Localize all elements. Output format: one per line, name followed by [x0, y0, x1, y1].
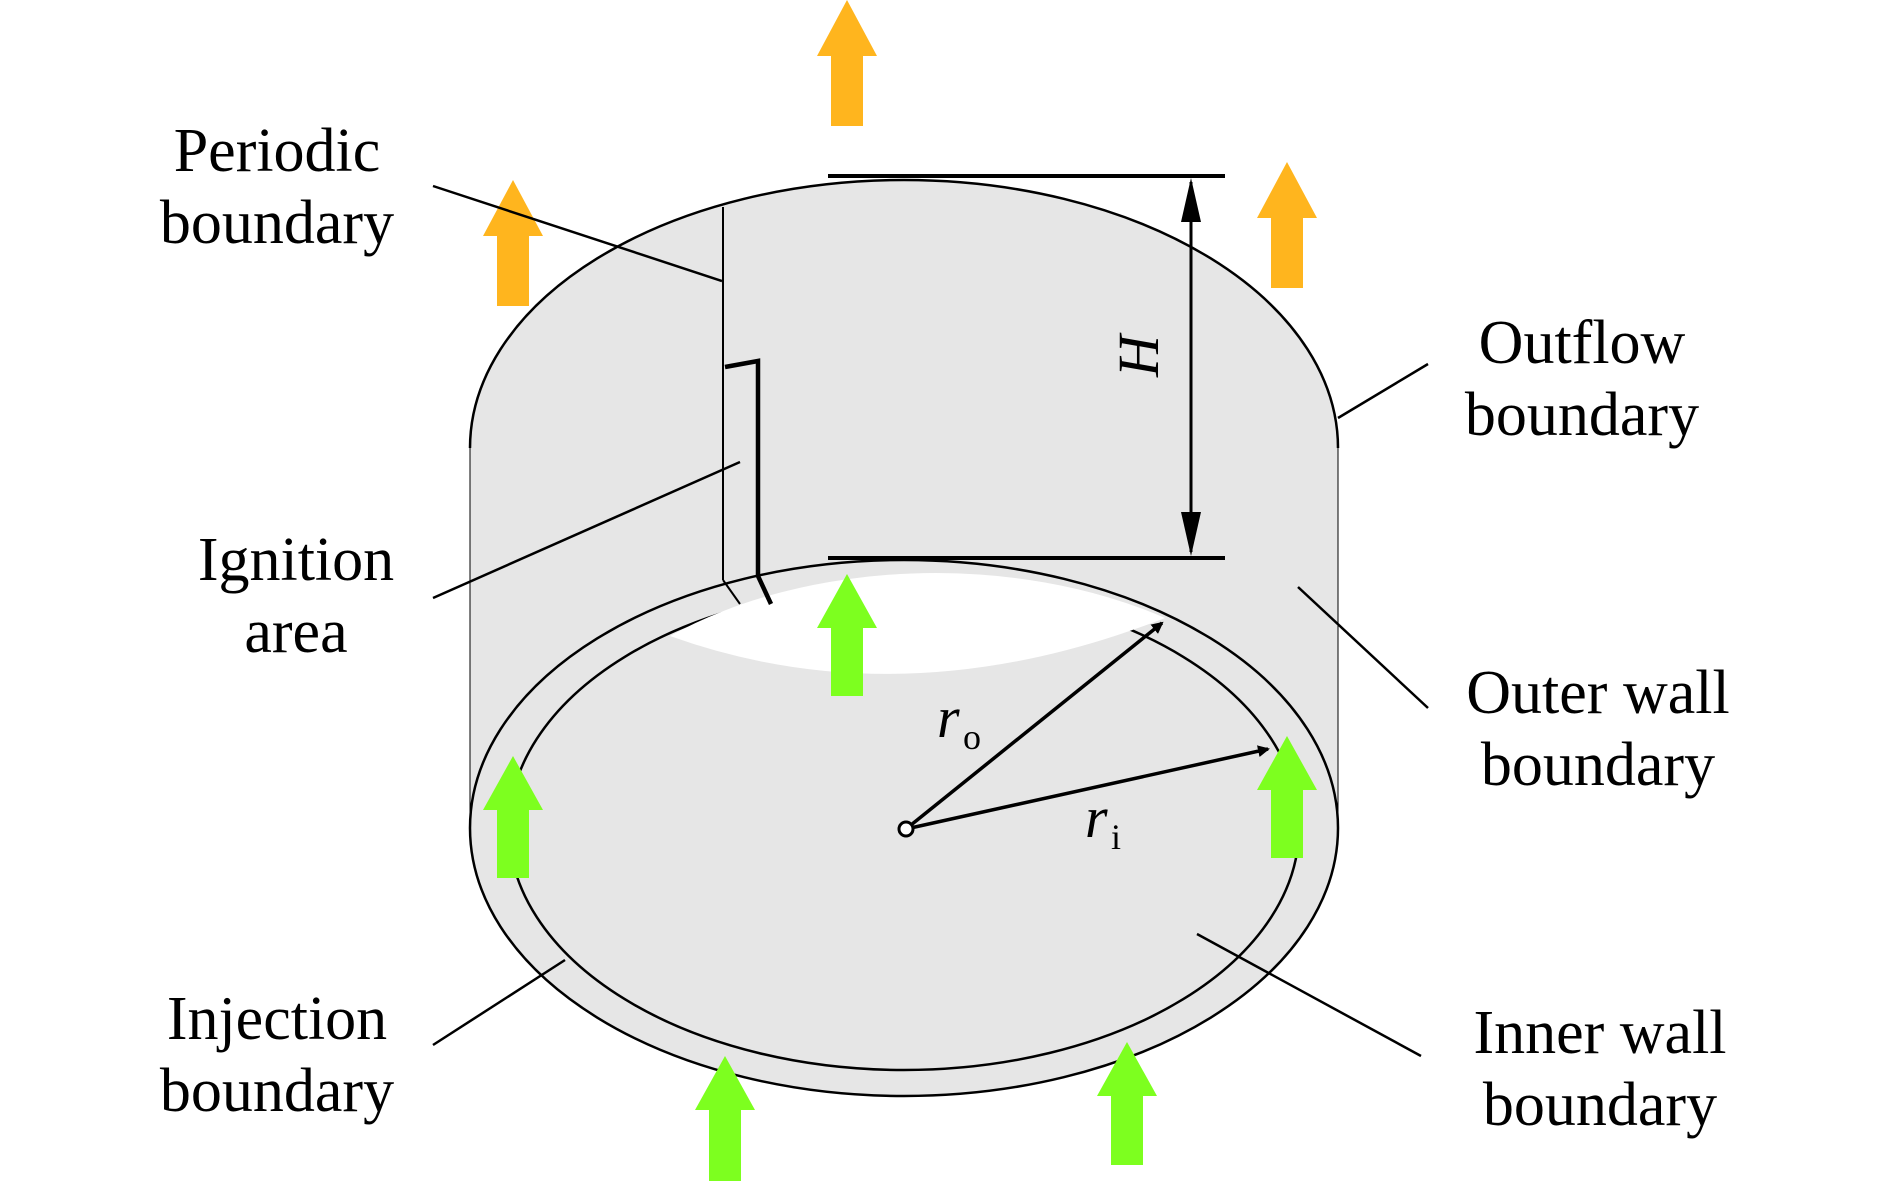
injection-boundary-label-line2: boundary [160, 1057, 394, 1125]
inner-wall-boundary-label-line1: Inner wall [1473, 999, 1726, 1067]
injection-arrow [817, 574, 877, 696]
inner-radius-arrow [905, 745, 1270, 831]
height-dimension: H [828, 174, 1225, 560]
ignition-area-label-line1: Ignition [198, 526, 394, 594]
top-outer-rim [468, 178, 1340, 449]
outer-radius-symbol: r [937, 685, 960, 750]
inner-opening [670, 573, 1165, 674]
outer-radius-arrow [904, 621, 1164, 831]
injection-arrow [695, 1056, 755, 1181]
outer-wall-boundary-label-line2: boundary [1481, 731, 1715, 799]
outer-radius-subscript: o [963, 717, 981, 757]
injection-arrow [1097, 1042, 1157, 1165]
outflow-arrow [1257, 162, 1317, 288]
leader-lines [432, 184, 1429, 1058]
outer-wall-boundary-label-line1: Outer wall [1466, 659, 1729, 727]
height-arrowhead-bottom [1181, 512, 1201, 556]
ignition-area-label-line2: area [244, 598, 347, 666]
inner-wall-boundary-label-line2: boundary [1483, 1071, 1717, 1139]
outflow-arrow [483, 180, 543, 306]
height-symbol: H [1106, 332, 1171, 378]
leader-ignition [432, 460, 741, 600]
ignition-area-outline [724, 358, 774, 605]
outflow-arrows [483, 0, 1317, 306]
leader-outer-wall [1297, 586, 1429, 709]
injection-arrow [483, 756, 543, 878]
leader-inner-wall [1196, 932, 1422, 1058]
outflow-boundary-label-line1: Outflow [1479, 309, 1686, 377]
annulus-body [468, 178, 1340, 1098]
periodic-boundary-foot [722, 579, 741, 605]
height-arrowhead-top [1181, 178, 1201, 222]
outflow-boundary-label-line2: boundary [1465, 381, 1699, 449]
top-outer-ellipse [470, 180, 1338, 716]
inner-radius-subscript: i [1111, 817, 1121, 857]
injection-arrow [1257, 736, 1317, 858]
periodic-boundary-label-line1: Periodic [174, 117, 381, 185]
periodic-boundary-label-line2: boundary [160, 189, 394, 257]
leader-injection [432, 958, 566, 1047]
leader-outflow [1337, 362, 1429, 420]
labels: Periodic boundary Ignition area Injectio… [160, 117, 1730, 1139]
injection-boundary-label-line1: Injection [167, 985, 387, 1053]
inner-radius-symbol: r [1085, 785, 1108, 850]
radius-vectors: r o r i [897, 621, 1270, 857]
injection-arrows [483, 574, 1317, 1181]
leader-periodic [432, 184, 723, 283]
outflow-arrow [817, 0, 877, 126]
center-point [897, 820, 915, 838]
